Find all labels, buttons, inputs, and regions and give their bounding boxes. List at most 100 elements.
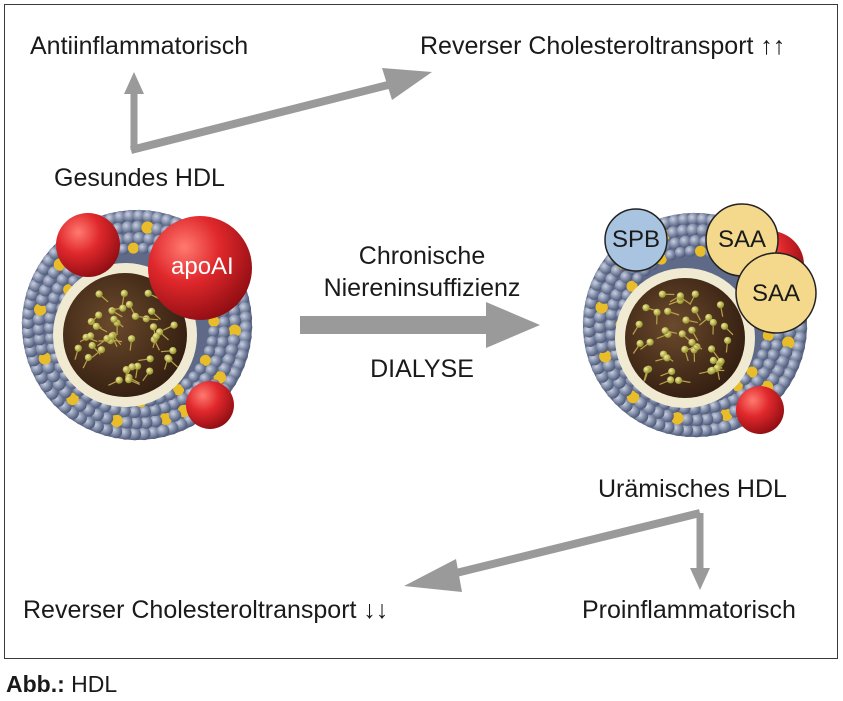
phospholipid-head — [216, 336, 229, 349]
phospholipid-head — [128, 427, 141, 441]
phospholipid-head — [752, 358, 764, 370]
cholesterol-ester — [678, 330, 686, 338]
phospholipid-head — [687, 212, 700, 226]
transition-dialysis: DIALYSE — [370, 355, 474, 383]
phospholipid-head — [176, 392, 189, 405]
phospholipid-head — [228, 314, 242, 327]
phospholipid-head — [690, 413, 704, 427]
cholesterol-ester — [115, 376, 123, 384]
phospholipid-head — [605, 318, 617, 331]
cholesterol-ester — [646, 338, 654, 346]
cholesterol-ester — [88, 341, 96, 350]
phospholipid-head — [21, 316, 35, 330]
cholesterol-ester — [661, 327, 669, 335]
cholesterol-ester — [110, 315, 118, 323]
cholesterol-ester — [95, 311, 103, 319]
phospholipid-head — [676, 224, 690, 237]
phospholipid-head — [239, 330, 252, 344]
phospholipid-head — [599, 350, 612, 363]
phospholipid-head — [138, 242, 149, 254]
cholesterol-ester — [663, 354, 671, 362]
cholesterol-ester — [128, 335, 136, 343]
phospholipid-head — [159, 412, 172, 425]
cholesterol-ester — [169, 347, 177, 355]
cholesterol-ester — [108, 332, 116, 340]
phospholipid-head — [131, 220, 144, 234]
healthy-hdl-particle — [21, 209, 253, 441]
phospholipid-head — [610, 288, 623, 301]
phospholipid-head — [626, 280, 638, 292]
phospholipid-head — [582, 315, 596, 329]
phospholipid-head — [35, 342, 49, 356]
phospholipid-head — [680, 424, 694, 438]
phospholipid-head — [110, 414, 123, 427]
phospholipid-head — [218, 316, 230, 329]
phospholipid-head — [607, 298, 620, 311]
lipid-core — [63, 273, 187, 397]
phospholipid-head — [181, 378, 193, 390]
phospholipid-head — [684, 245, 696, 257]
cholesterol-ester — [128, 363, 136, 371]
cholesterol-ester — [134, 362, 142, 370]
phospholipid-head — [38, 352, 52, 365]
cholesterol-ester — [152, 332, 160, 340]
phospholipid-head — [123, 232, 136, 245]
saa-label-2: SAA — [751, 280, 801, 307]
cholesterol-ester — [642, 304, 650, 312]
cholesterol-ester — [691, 290, 699, 298]
phospholipid-head — [585, 343, 599, 357]
phospholipid-head — [727, 393, 740, 406]
phospholipid-head — [779, 346, 793, 359]
phospholipid-head — [239, 321, 253, 334]
phospholipid-head — [128, 406, 141, 418]
cholesterol-ester — [125, 300, 133, 309]
phospholipid-head — [156, 424, 170, 438]
phospholipid-head — [149, 414, 163, 428]
cholesterol-ester — [165, 355, 173, 363]
cholesterol-ester — [664, 307, 672, 315]
phospholipid-head — [130, 416, 143, 430]
phospholipid-head — [141, 221, 154, 234]
transition-line1: Chronische — [358, 242, 486, 270]
transition-line2: Niereninsuffizienz — [323, 274, 521, 302]
phospholipid-head — [188, 371, 200, 383]
spb-protein — [604, 208, 668, 272]
phospholipid-head — [239, 311, 253, 325]
cholesterol-ester — [97, 346, 106, 354]
phospholipid-head — [228, 324, 241, 337]
phospholipid-head — [661, 409, 674, 423]
phospholipid-head — [168, 397, 180, 410]
phospholipid-head — [225, 344, 238, 357]
apoai-protein — [148, 216, 252, 320]
phospholipid-head — [605, 308, 618, 321]
phospholipid-head — [757, 349, 769, 361]
phospholipid-head — [227, 334, 240, 347]
cholesterol-ester — [92, 322, 100, 330]
effect-proinflammatory: Proinflammatorisch — [582, 596, 796, 624]
phospholipid-head — [710, 411, 723, 424]
phospholipid-head — [690, 424, 703, 438]
effect-antiinflammatory: Antiinflammatorisch — [30, 32, 249, 60]
cholesterol-ester — [170, 321, 178, 329]
phospholipid-head — [143, 232, 156, 245]
arrow-uremic-to-proinflammatory — [690, 513, 710, 590]
phospholipid-head — [597, 291, 611, 304]
phospholipid-head — [210, 355, 222, 368]
cholesterol-ester — [705, 313, 713, 322]
cholesterol-ester-core — [74, 289, 179, 386]
cholesterol-ester — [688, 338, 696, 346]
arrow-healthy-to-reverse-transport-up — [130, 68, 432, 154]
phospholipid-head — [614, 279, 627, 292]
cholesterol-ester — [122, 366, 130, 374]
phospholipid-head — [593, 320, 607, 334]
cholesterol-ester — [120, 289, 128, 297]
caption-text: HDL — [71, 671, 118, 697]
saa-label-1: SAA — [717, 226, 767, 253]
cholesterol-ester — [668, 367, 676, 376]
phospholipid-head — [699, 424, 713, 437]
phospholipid-head — [199, 354, 211, 366]
cholesterol-ester — [87, 332, 95, 340]
phospholipid-head — [133, 232, 146, 244]
phospholipid-head — [168, 409, 182, 422]
